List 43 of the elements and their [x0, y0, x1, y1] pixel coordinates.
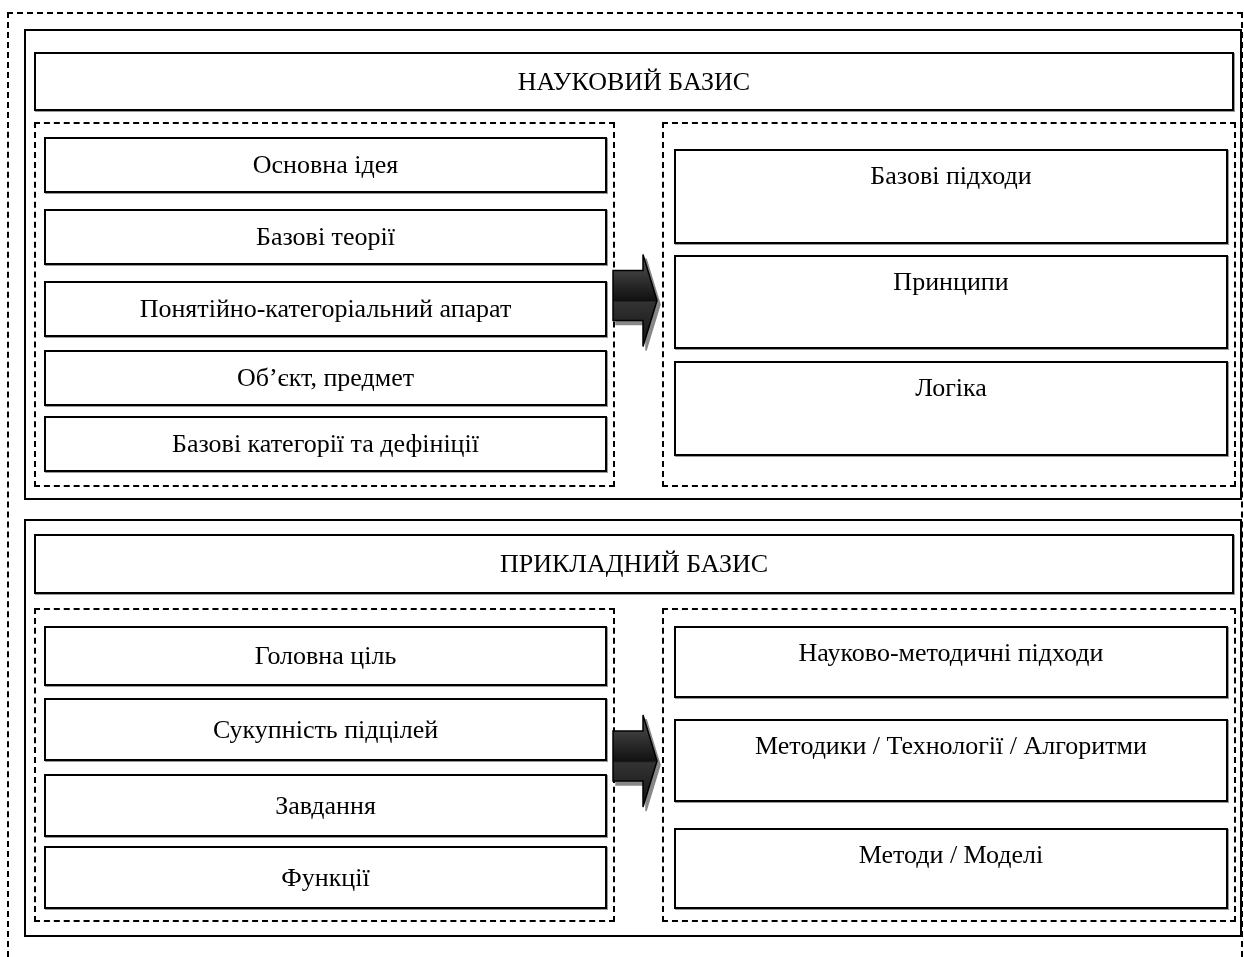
text-box	[674, 719, 1228, 802]
box-label: Базові категорії та дефініції	[172, 429, 479, 459]
box-label: Основна ідея	[252, 150, 399, 180]
text-box	[44, 626, 607, 686]
text-box	[44, 774, 607, 837]
box-label: Базові підходи	[869, 161, 1033, 191]
text-box	[44, 416, 607, 472]
text-box	[44, 281, 607, 337]
box-label: Науково-методичні підходи	[797, 638, 1105, 668]
box-label: Об’єкт, предмет	[236, 363, 415, 393]
box-label: Логіка	[914, 373, 988, 403]
dashed-group	[34, 122, 615, 487]
text-box	[44, 137, 607, 193]
block-arrow	[612, 714, 658, 808]
block-arrow	[612, 253, 658, 348]
dashed-group	[662, 122, 1236, 487]
text-box	[44, 698, 607, 761]
section-heading: НАУКОВИЙ БАЗИС	[517, 66, 751, 97]
box-label: Принципи	[892, 267, 1010, 297]
section-panel	[24, 29, 1242, 500]
box-label: Завдання	[275, 790, 376, 821]
box-label: Функції	[281, 862, 370, 893]
text-box	[674, 149, 1228, 244]
text-box	[44, 209, 607, 265]
outer-dashed-frame	[7, 12, 1243, 957]
box-label: Сукупність підцілей	[212, 714, 439, 745]
heading-box	[34, 52, 1234, 111]
dashed-group	[662, 608, 1236, 922]
heading-box	[34, 534, 1234, 594]
box-label: Понятійно-категоріальний апарат	[139, 294, 512, 324]
section-panel	[24, 519, 1242, 937]
box-label: Методи / Моделі	[857, 840, 1045, 870]
dashed-group	[34, 608, 615, 922]
text-box	[674, 828, 1228, 909]
box-label: Головна ціль	[254, 641, 397, 671]
box-label: Методики / Технології / Алгоритми	[754, 731, 1148, 761]
box-label: Базові теорії	[256, 222, 395, 252]
text-box	[44, 350, 607, 406]
text-box	[44, 846, 607, 909]
text-box	[674, 255, 1228, 349]
text-box	[674, 361, 1228, 456]
text-box	[674, 626, 1228, 698]
section-heading: ПРИКЛАДНИЙ БАЗИС	[499, 549, 769, 579]
